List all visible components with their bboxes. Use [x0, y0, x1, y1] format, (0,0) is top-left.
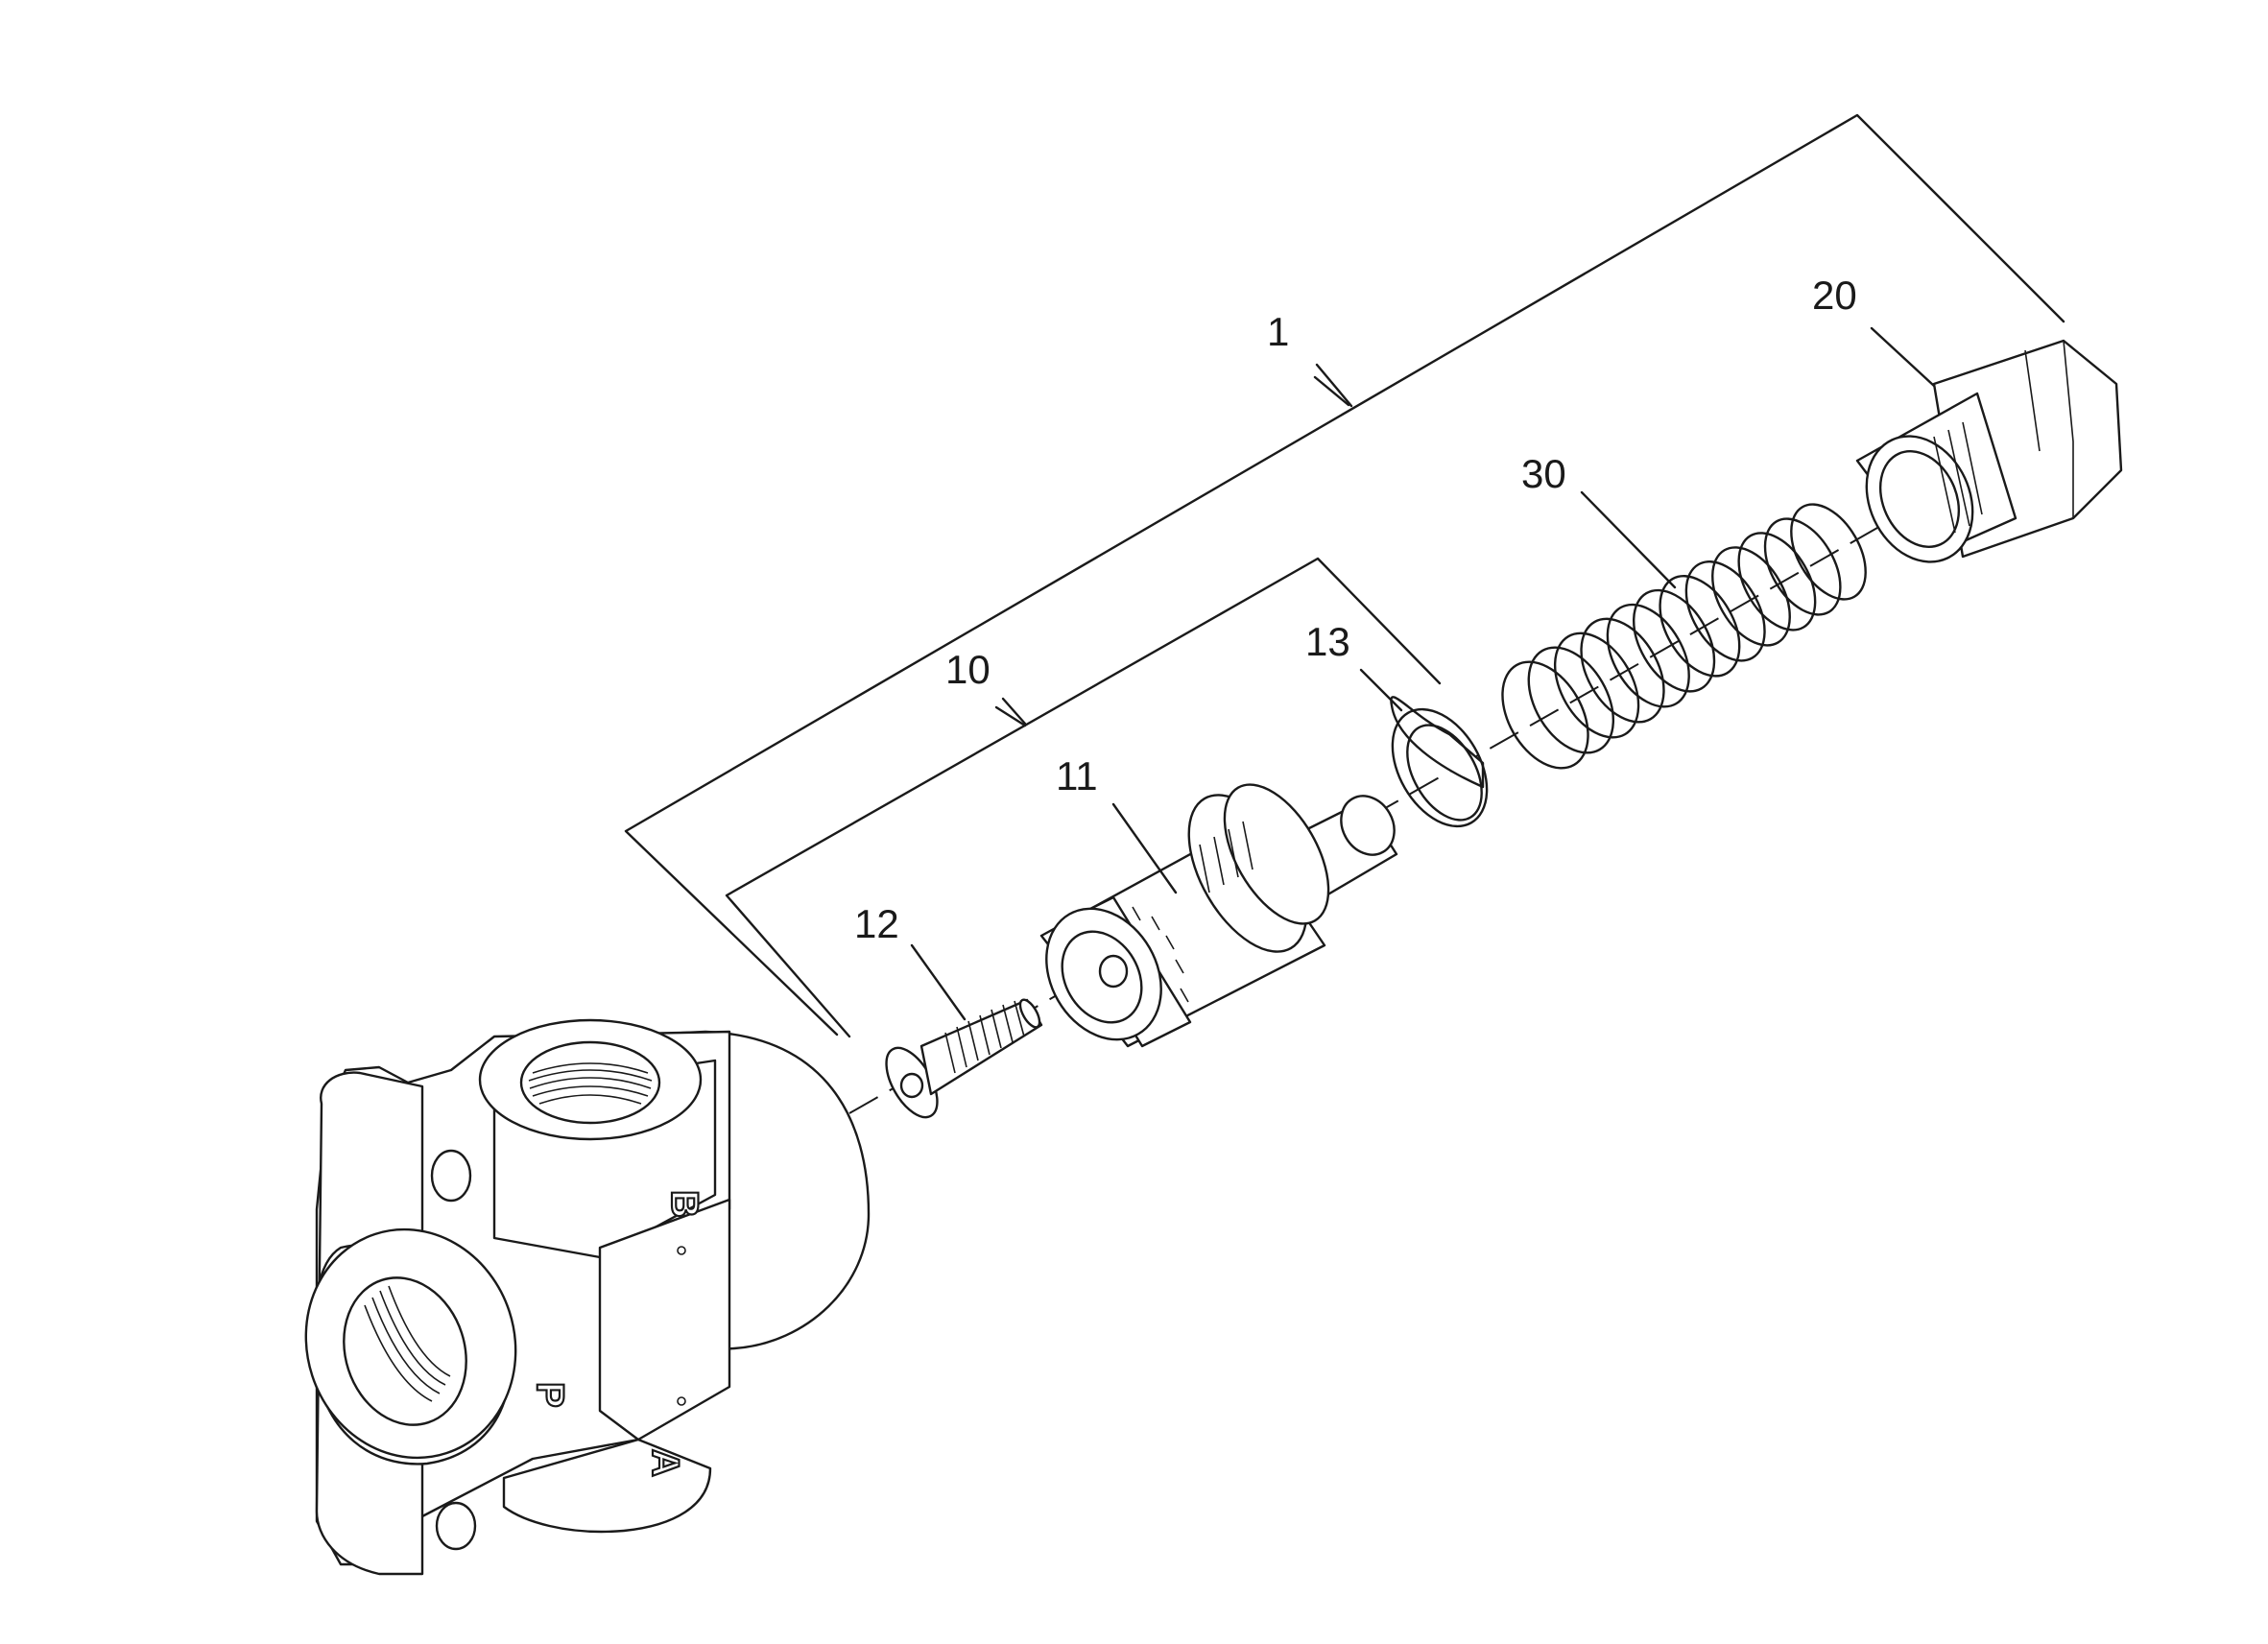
callout-30: 30 — [1521, 451, 1677, 589]
thread-p — [364, 1285, 451, 1402]
assembly-bracket-1 — [624, 113, 2065, 1036]
port-label-p: P — [529, 1382, 571, 1408]
callout-13: 13 — [1305, 619, 1403, 712]
port-label-b: B — [663, 1190, 705, 1218]
callout-label-12: 12 — [854, 901, 899, 946]
spring-coil — [1553, 631, 1640, 739]
spring-coil — [1527, 646, 1615, 754]
callout-label-13: 13 — [1305, 619, 1350, 664]
callout-1: 1 — [1267, 309, 1353, 408]
spring-coil — [1737, 532, 1817, 631]
callout-11: 11 — [1056, 753, 1178, 894]
spring-coil — [1501, 660, 1589, 770]
part-30-spring — [1501, 503, 1867, 770]
valve-housing: B P A — [304, 1018, 871, 1576]
thread-b — [528, 1062, 653, 1105]
callout-label-20: 20 — [1812, 273, 1857, 318]
spring-coil — [1790, 503, 1867, 601]
spring-coil — [1763, 517, 1842, 616]
spring-coil — [1659, 575, 1741, 678]
screw-thread — [944, 1000, 1025, 1074]
callout-20: 20 — [1812, 273, 1936, 388]
part-20-plug — [1855, 339, 2123, 563]
callout-label-1: 1 — [1267, 309, 1289, 354]
port-label-a: A — [644, 1449, 686, 1477]
callout-10: 10 — [945, 647, 1027, 726]
callout-label-30: 30 — [1521, 451, 1566, 496]
spring-coil — [1606, 603, 1690, 708]
callout-label-10: 10 — [945, 647, 991, 692]
part-12-screw — [885, 998, 1043, 1119]
callout-12: 12 — [854, 901, 967, 1021]
spring-coil — [1711, 546, 1791, 647]
spring-coil — [1633, 588, 1716, 693]
part-11-spool — [1039, 783, 1398, 1048]
spring-coil — [1684, 560, 1766, 662]
part-13-snap-ring — [1390, 696, 1489, 828]
assembly-bracket-10 — [725, 557, 1442, 1038]
spring-coil — [1580, 617, 1665, 724]
callout-label-11: 11 — [1056, 753, 1098, 798]
